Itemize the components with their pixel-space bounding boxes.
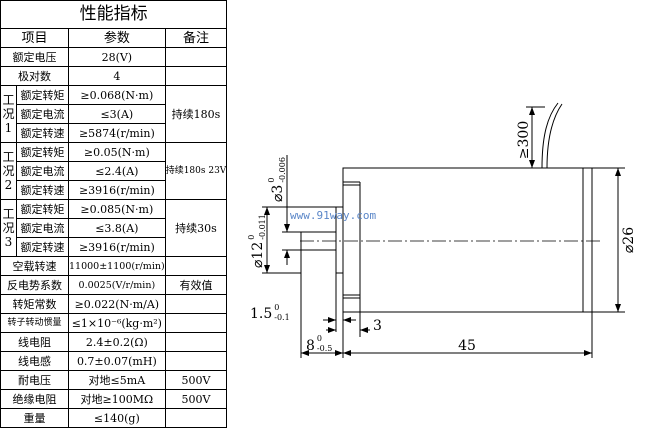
lead-wire (541, 102, 563, 169)
row-label: 线电感 (0, 351, 69, 371)
row-label: 耐电压 (0, 370, 69, 390)
table-row: 转矩常数≥0.022(N·m/A) (0, 294, 228, 314)
row-label: 额定电压 (0, 47, 69, 67)
dim-shaft-len-label: 8 0 -0.5 (306, 334, 332, 354)
tol-lower: -0.011 (258, 214, 267, 240)
condition-label: 工况1 (0, 85, 17, 143)
row-note (164, 408, 228, 428)
table-row: 额定电流≤3.8(A) (1, 218, 227, 238)
table-row: 额定电流≤3(A) (1, 104, 227, 124)
tol-lower: -0.006 (278, 157, 287, 183)
tol-lower: -0.1 (274, 313, 289, 322)
table-row: 额定电压 28(V) (0, 47, 228, 67)
row-value: ≤140(g) (68, 408, 166, 428)
tol-lower: -0.5 (317, 344, 332, 353)
row-label: 额定转速 (16, 237, 69, 257)
tol-upper: 0 (317, 334, 322, 343)
dim-value: 1.5 (250, 306, 272, 322)
table-row: 重量≤140(g) (0, 408, 228, 428)
condition-note: 持续180s 23V (164, 142, 228, 200)
dim-lead-label: ≥300 (516, 121, 532, 159)
table-row: 额定转速≥3916(r/min) (1, 237, 227, 257)
tol-upper: 0 (267, 178, 276, 183)
tol-upper: 0 (274, 303, 279, 312)
row-value: 2.4±0.2(Ω) (68, 332, 166, 352)
row-value: 对地≤5mA (68, 370, 166, 390)
row-value: ≤1×10⁻⁶(kg·m²) (68, 313, 166, 333)
watermark: www.91way.com (290, 209, 376, 222)
row-label: 额定电流 (16, 161, 69, 181)
row-label: 线电阻 (0, 332, 69, 352)
dim-shaft-dia-label: ⌀3 0 -0.006 (267, 157, 287, 202)
dim-body-len-label: 45 (458, 338, 476, 354)
table-row: 额定转速≥5874(r/min) (1, 123, 227, 143)
tol-upper: 0 (247, 235, 256, 240)
performance-table: 性能指标 项目 参数 备注 额定电压 28(V) 极对数 4 工况1 额定转矩 … (0, 0, 228, 428)
condition-label: 工况2 (0, 142, 17, 200)
row-value: ≤3(A) (68, 104, 166, 124)
header-item: 项目 (0, 28, 69, 48)
table-title: 性能指标 (0, 0, 228, 29)
dim-flange-thk-label: 3 (373, 318, 382, 334)
table-row: 工况3 额定转矩 ≥0.085(N·m) 持续30s (0, 199, 228, 257)
flange-slots (343, 181, 360, 299)
row-value: ≥0.022(N·m/A) (68, 294, 166, 314)
table-row: 工况2 额定转矩 ≥0.05(N·m) 持续180s 23V (0, 142, 228, 200)
row-label: 额定转矩 (16, 85, 69, 105)
row-value: ≤3.8(A) (68, 218, 166, 238)
row-label: 额定转速 (16, 123, 69, 143)
row-label: 额定转速 (16, 180, 69, 200)
dim-value: ⌀3 (270, 185, 286, 202)
row-label: 转矩常数 (0, 294, 69, 314)
condition-note: 持续30s (164, 199, 228, 257)
dim-body-dia-label: ⌀26 (621, 227, 637, 253)
row-value: 0.7±0.07(mH) (68, 351, 166, 371)
row-label: 重量 (0, 408, 69, 428)
dim-boss-label: 1.5 0 -0.1 (250, 303, 290, 322)
row-value: 对地≥100MΩ (68, 389, 166, 409)
extension-lines (262, 106, 625, 358)
row-value: ≥5874(r/min) (68, 123, 166, 143)
dim-value: ⌀12 (250, 242, 266, 268)
table-row: 额定电流≤2.4(A) (1, 161, 227, 181)
row-value: ≤2.4(A) (68, 161, 166, 181)
table-row: 转子转动惯量≤1×10⁻⁶(kg·m²) (0, 313, 228, 333)
dim-flange-dia-label: ⌀12 0 -0.011 (247, 214, 267, 268)
row-label: 空载转速 (0, 256, 69, 276)
row-value: ≥3916(r/min) (68, 237, 166, 257)
row-value: ≥0.085(N·m) (68, 199, 166, 219)
dim-value: 8 (306, 338, 315, 354)
row-label: 反电势系数 (0, 275, 69, 295)
row-label: 额定转矩 (16, 142, 69, 162)
motor-body (342, 167, 593, 313)
condition-label: 工况3 (0, 199, 17, 257)
